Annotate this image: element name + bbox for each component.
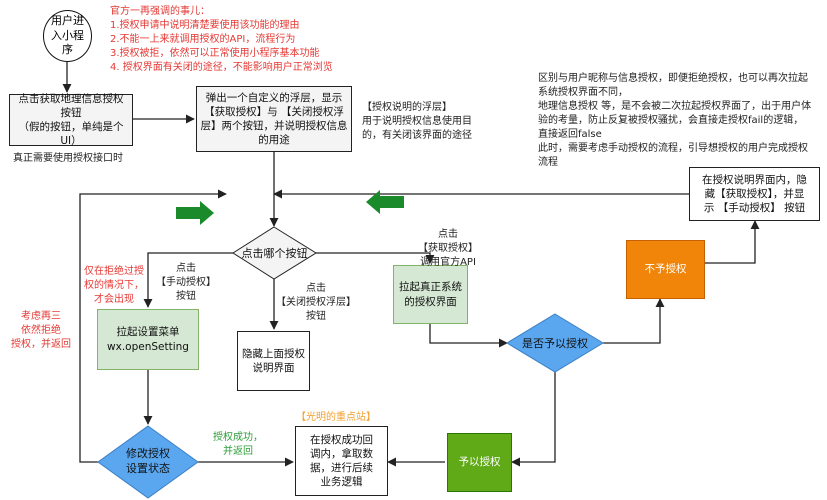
reconsider-label: 考虑再三 依然拒绝 授权，并返回	[11, 311, 71, 350]
green-left-arrow-icon	[366, 190, 404, 214]
watermark-label: 【光明的重点站】	[296, 412, 376, 423]
not-authorized-node: 不予授权	[626, 240, 705, 299]
arrow-modify-to-which	[79, 189, 227, 463]
real-need-label: 真正需要使用授权接口时	[13, 153, 123, 164]
which-button-text: 点击哪个按钮	[241, 247, 308, 260]
click-location-button-node: 点击获取地理信息授权 按钮 （假的按钮，单纯是个 UI）	[9, 93, 133, 147]
hide-layer-node: 隐藏上面授权 说明界面	[237, 331, 310, 391]
difference-desc-label: 区别与用户昵称与信息授权，即便拒绝授权，也可以再次拉起 系统授权界面不同， 地理…	[538, 73, 812, 168]
system-auth-node: 拉起真正系统 的授权界面	[393, 265, 468, 324]
auth-layer-desc-label: 【授权说明的浮层】 用于说明授权信息使用目 的，有关闭该界面的途径	[362, 102, 472, 141]
modify-auth-text: 修改授权 设置状态	[126, 447, 170, 475]
green-right-arrow-icon	[176, 201, 214, 225]
manual-auth-node: 在授权说明界面内，隐 藏【获取授权】，并显 示 【手动授权】 按钮	[689, 167, 820, 221]
modify-auth-diamond	[97, 425, 199, 499]
only-after-reject-label: 仅在拒绝过授 权的情况下， 才会出现	[84, 266, 144, 305]
is-authorized-diamond	[506, 313, 604, 373]
success-return-label: 授权成功， 并返回	[213, 432, 263, 457]
arrow-which-to-setting	[143, 252, 233, 308]
arrow-decision-to-reject	[603, 298, 665, 344]
click-manual-label: 点击 【手动授权】 按钮	[156, 263, 216, 302]
start-node: 用户进 入小程 序	[43, 10, 92, 62]
which-button-diamond	[232, 226, 317, 280]
popup-layer-node: 弹出一个自定义的浮层，显示 【获取授权】与 【关闭授权浮 层】两个按钮，并说明授…	[196, 86, 352, 152]
authorized-node: 予以授权	[447, 433, 512, 492]
arrow-reject-to-manual	[705, 220, 760, 264]
official-notes-label: 官方一再强调的事儿： 1.授权申请中说明清楚要使用该功能的理由 2.不能一上来就…	[110, 6, 333, 73]
arrow-system-to-decision	[429, 324, 508, 348]
click-close-label: 点击 【关闭授权浮层】 按钮	[276, 283, 356, 322]
arrow-which-to-system	[316, 252, 435, 264]
success-callback-node: 在授权成功回 调内，拿取数 据，进行后续 业务逻辑	[295, 426, 388, 496]
is-authorized-text: 是否予以授权	[522, 337, 588, 350]
open-setting-node: 拉起设置菜单 wx.openSetting	[97, 309, 199, 370]
arrow-decision-to-grant	[511, 372, 556, 467]
click-get-auth-label: 点击 【获取授权】 调用官方API	[418, 229, 478, 268]
